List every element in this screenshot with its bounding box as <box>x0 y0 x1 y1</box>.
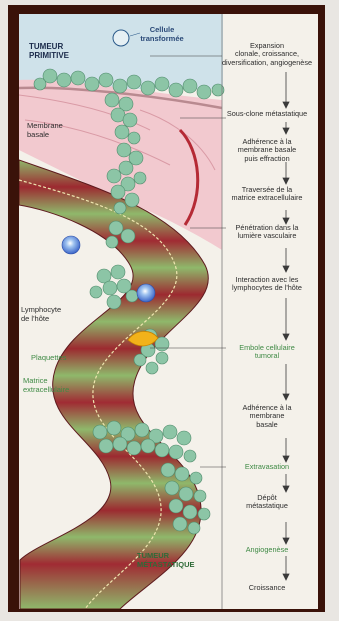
step-embole: Embole cellulaire tumoral <box>214 344 318 361</box>
label-matrice: Matrice extracellulaire <box>23 377 69 394</box>
step-adherence-membrane: Adhérence à la membrane basale puis effr… <box>214 138 318 163</box>
step-angiogenese: Angiogenèse <box>214 546 318 554</box>
step-penetration: Pénétration dans la lumière vasculaire <box>214 224 318 241</box>
label-plaquettes: Plaquettes <box>31 354 66 363</box>
transformed-cell <box>113 30 129 46</box>
step-croissance: Croissance <box>214 584 318 592</box>
step-adherence-basale: Adhérence à la membrane basale <box>214 404 318 429</box>
label-lymphocyte: Lymphocyte de l'hôte <box>21 306 61 323</box>
step-interaction-lymphocytes: Interaction avec les lymphocytes de l'hô… <box>214 276 318 293</box>
label-membrane-basale: Membrane basale <box>27 122 63 139</box>
lymphocyte-cell <box>62 236 80 254</box>
lymphocyte-cell <box>137 284 155 302</box>
label-tumeur-metastatique: TUMEUR MÉTASTATIQUE <box>137 551 195 569</box>
step-expansion: Expansion clonale, croissance, diversifi… <box>214 42 318 67</box>
metastasis-illustration <box>19 14 318 609</box>
illustration-panel: Cellule transformée TUMEUR PRIMITIVE Mem… <box>19 14 318 609</box>
label-tumeur-primitive: TUMEUR PRIMITIVE <box>29 42 69 60</box>
label-cellule-transformee: Cellule transformée <box>137 26 187 43</box>
step-depot: Dépôt métastatique <box>214 494 318 511</box>
step-extravasation: Extravasation <box>214 463 318 471</box>
step-traversee-matrice: Traversée de la matrice extracellulaire <box>214 186 318 203</box>
step-sous-clone: Sous-clone métastatique <box>214 110 318 118</box>
